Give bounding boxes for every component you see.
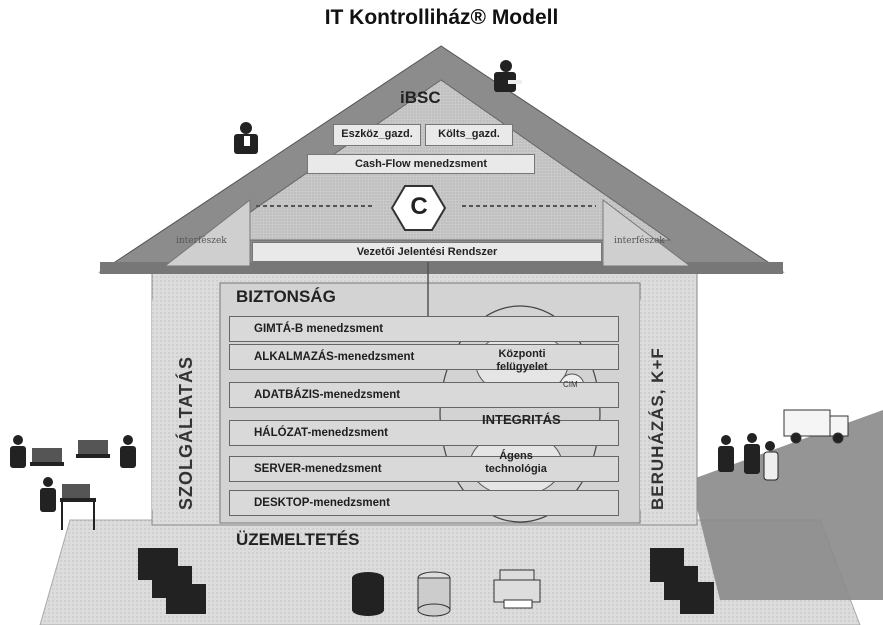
pc-left [138, 548, 206, 614]
person-roof-left [234, 122, 258, 154]
integrity-label: INTEGRITÁS [482, 412, 561, 427]
ellipse-outline [439, 305, 601, 523]
road [690, 410, 883, 600]
center-letter: C [410, 193, 428, 220]
security-heading: BIZTONSÁG [236, 287, 336, 306]
interface-left-label: interfészek [176, 236, 227, 246]
investment-vertical-label: BERUHÁZÁS, K+F [648, 347, 667, 510]
row-gimtab: GIMTÁ-B menedzsment [229, 316, 619, 342]
operations-heading: ÜZEMELTETÉS [236, 530, 360, 549]
roof-right-panel [602, 198, 692, 267]
service-vertical-label: SZOLGÁLTATÁS [176, 356, 196, 510]
truck [783, 409, 849, 444]
row-database: ADATBÁZIS-menedzsment [229, 382, 619, 408]
eszkoz-box: Eszköz_gazd. [333, 124, 421, 146]
page-title: IT Kontrolliház® Modell [324, 6, 559, 29]
kolts-box: Költs_gazd. [425, 124, 513, 146]
row-server: SERVER-menedzsment [229, 456, 619, 482]
row-network: HÁLÓZAT-menedzsment [229, 420, 619, 446]
printer [493, 569, 541, 609]
ibsc-label: iBSC [400, 88, 441, 107]
database-icons [352, 571, 451, 617]
central-monitoring-label: Központi felügyelet [496, 348, 548, 373]
person-roof-right [494, 60, 522, 92]
interface-right-label: interfészek [614, 236, 665, 246]
people-left-office [10, 435, 136, 530]
servers-right [650, 548, 714, 614]
reporting-box: Vezetői Jelentési Rendszer [252, 242, 602, 262]
row-desktop: DESKTOP-menedzsment [229, 490, 619, 516]
roof-left-panel [163, 198, 251, 267]
cashflow-box: Cash-Flow menedzsment [307, 154, 535, 174]
agent-technology-label: Ágens technológia [485, 450, 547, 475]
cim-label: CIM [563, 380, 578, 389]
row-application: ALKALMAZÁS-menedzsment [229, 344, 619, 370]
hexagon [390, 185, 447, 231]
people-right-meeting [718, 433, 779, 481]
